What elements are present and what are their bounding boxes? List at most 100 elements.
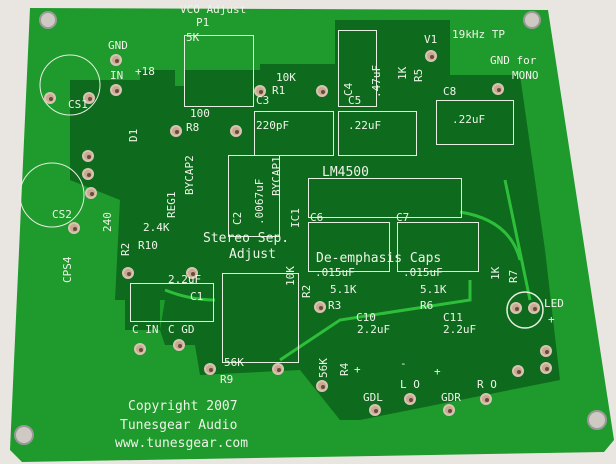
label: De-emphasis Caps	[316, 251, 442, 266]
gdr-pad	[443, 404, 455, 416]
label: +	[354, 363, 361, 376]
copper-fill-left	[125, 270, 160, 330]
label: 10K	[284, 266, 297, 286]
led-pad	[510, 302, 522, 314]
c2-outline	[228, 155, 280, 237]
label: 19kHz TP	[452, 28, 505, 41]
label: +	[548, 313, 555, 326]
label: V1	[424, 33, 438, 46]
label: C IN	[132, 323, 159, 336]
label: R8	[186, 121, 200, 134]
label: R2	[300, 284, 313, 298]
label: Adjust	[229, 247, 276, 262]
lo-pad	[404, 393, 416, 405]
label: GDR	[441, 391, 461, 404]
pad	[540, 345, 552, 357]
pad	[540, 362, 552, 374]
label: .0067uF	[253, 178, 266, 225]
label: 56K	[317, 358, 330, 378]
stereo-pot-outline	[222, 273, 299, 363]
label: C6	[310, 211, 324, 224]
label: .22uF	[348, 119, 382, 132]
copyright-text: Copyright 2007	[128, 399, 238, 414]
label: 5.1K	[420, 283, 447, 296]
label: 10K	[276, 71, 296, 84]
ic1-outline	[308, 178, 462, 218]
label: 2.2uF	[357, 323, 391, 336]
pad	[44, 92, 56, 104]
label: 220pF	[256, 119, 290, 132]
label: 56K	[224, 356, 244, 369]
pad	[204, 363, 216, 375]
gdl-pad	[369, 404, 381, 416]
label: C3	[256, 94, 270, 107]
label: GND	[108, 39, 128, 52]
label: R O	[477, 378, 497, 391]
c1-outline	[130, 283, 214, 322]
mono-gnd-pad	[492, 83, 504, 95]
pad	[314, 301, 326, 313]
label: 2.2uF	[443, 323, 477, 336]
label: C2	[231, 211, 244, 225]
c-gd-pad	[173, 339, 185, 351]
pad	[512, 365, 524, 377]
c-in-pad	[134, 343, 146, 355]
label: CS2	[52, 208, 72, 221]
trace	[164, 179, 532, 362]
label: GND for	[490, 54, 537, 67]
cs1-outline	[39, 54, 101, 116]
label: +	[434, 365, 441, 378]
pad	[316, 85, 328, 97]
label: 100	[190, 107, 210, 120]
c6-outline	[308, 222, 390, 272]
label: R7	[507, 269, 520, 283]
label: .015uF	[315, 266, 355, 279]
c4-outline	[338, 30, 377, 107]
pad	[82, 150, 94, 162]
pad	[82, 168, 94, 180]
label: +18	[135, 65, 155, 78]
c8-outline	[436, 100, 514, 145]
url-text: www.tunesgear.com	[115, 436, 249, 451]
label: .015uF	[403, 266, 443, 279]
pad	[316, 380, 328, 392]
label: .22uF	[452, 113, 486, 126]
label: 5K	[186, 31, 200, 44]
label: 5.1K	[330, 283, 357, 296]
c3-outline	[254, 111, 334, 156]
label: GDL	[363, 391, 383, 404]
label: Stereo Sep.	[203, 231, 290, 246]
label: R10	[138, 239, 158, 252]
label: IN	[110, 69, 124, 82]
label: MONO	[512, 69, 539, 82]
pad	[170, 125, 182, 137]
label: L O	[400, 378, 420, 391]
led-pad	[528, 302, 540, 314]
c5-outline	[338, 111, 417, 156]
label: C7	[396, 211, 410, 224]
label: C8	[443, 85, 457, 98]
pad	[110, 54, 122, 66]
label: R1	[272, 84, 286, 97]
led-outline	[506, 291, 544, 329]
label: C5	[348, 94, 362, 107]
label: REG1	[165, 191, 178, 219]
label: R9	[220, 373, 234, 386]
pad	[254, 85, 266, 97]
label: C GD	[168, 323, 195, 336]
label: C1	[190, 290, 204, 303]
label: P1	[196, 16, 210, 29]
pad	[122, 267, 134, 279]
label: 1K	[396, 66, 409, 80]
pad	[68, 222, 80, 234]
label: CS1	[68, 98, 88, 111]
pad	[272, 363, 284, 375]
label: IC1	[289, 208, 302, 228]
pad	[230, 125, 242, 137]
label: BYCAP1	[270, 156, 283, 196]
label: CPS4	[61, 256, 74, 284]
label: R3	[328, 299, 342, 312]
v1-pad	[425, 50, 437, 62]
label: VCO Adjust	[180, 3, 247, 16]
